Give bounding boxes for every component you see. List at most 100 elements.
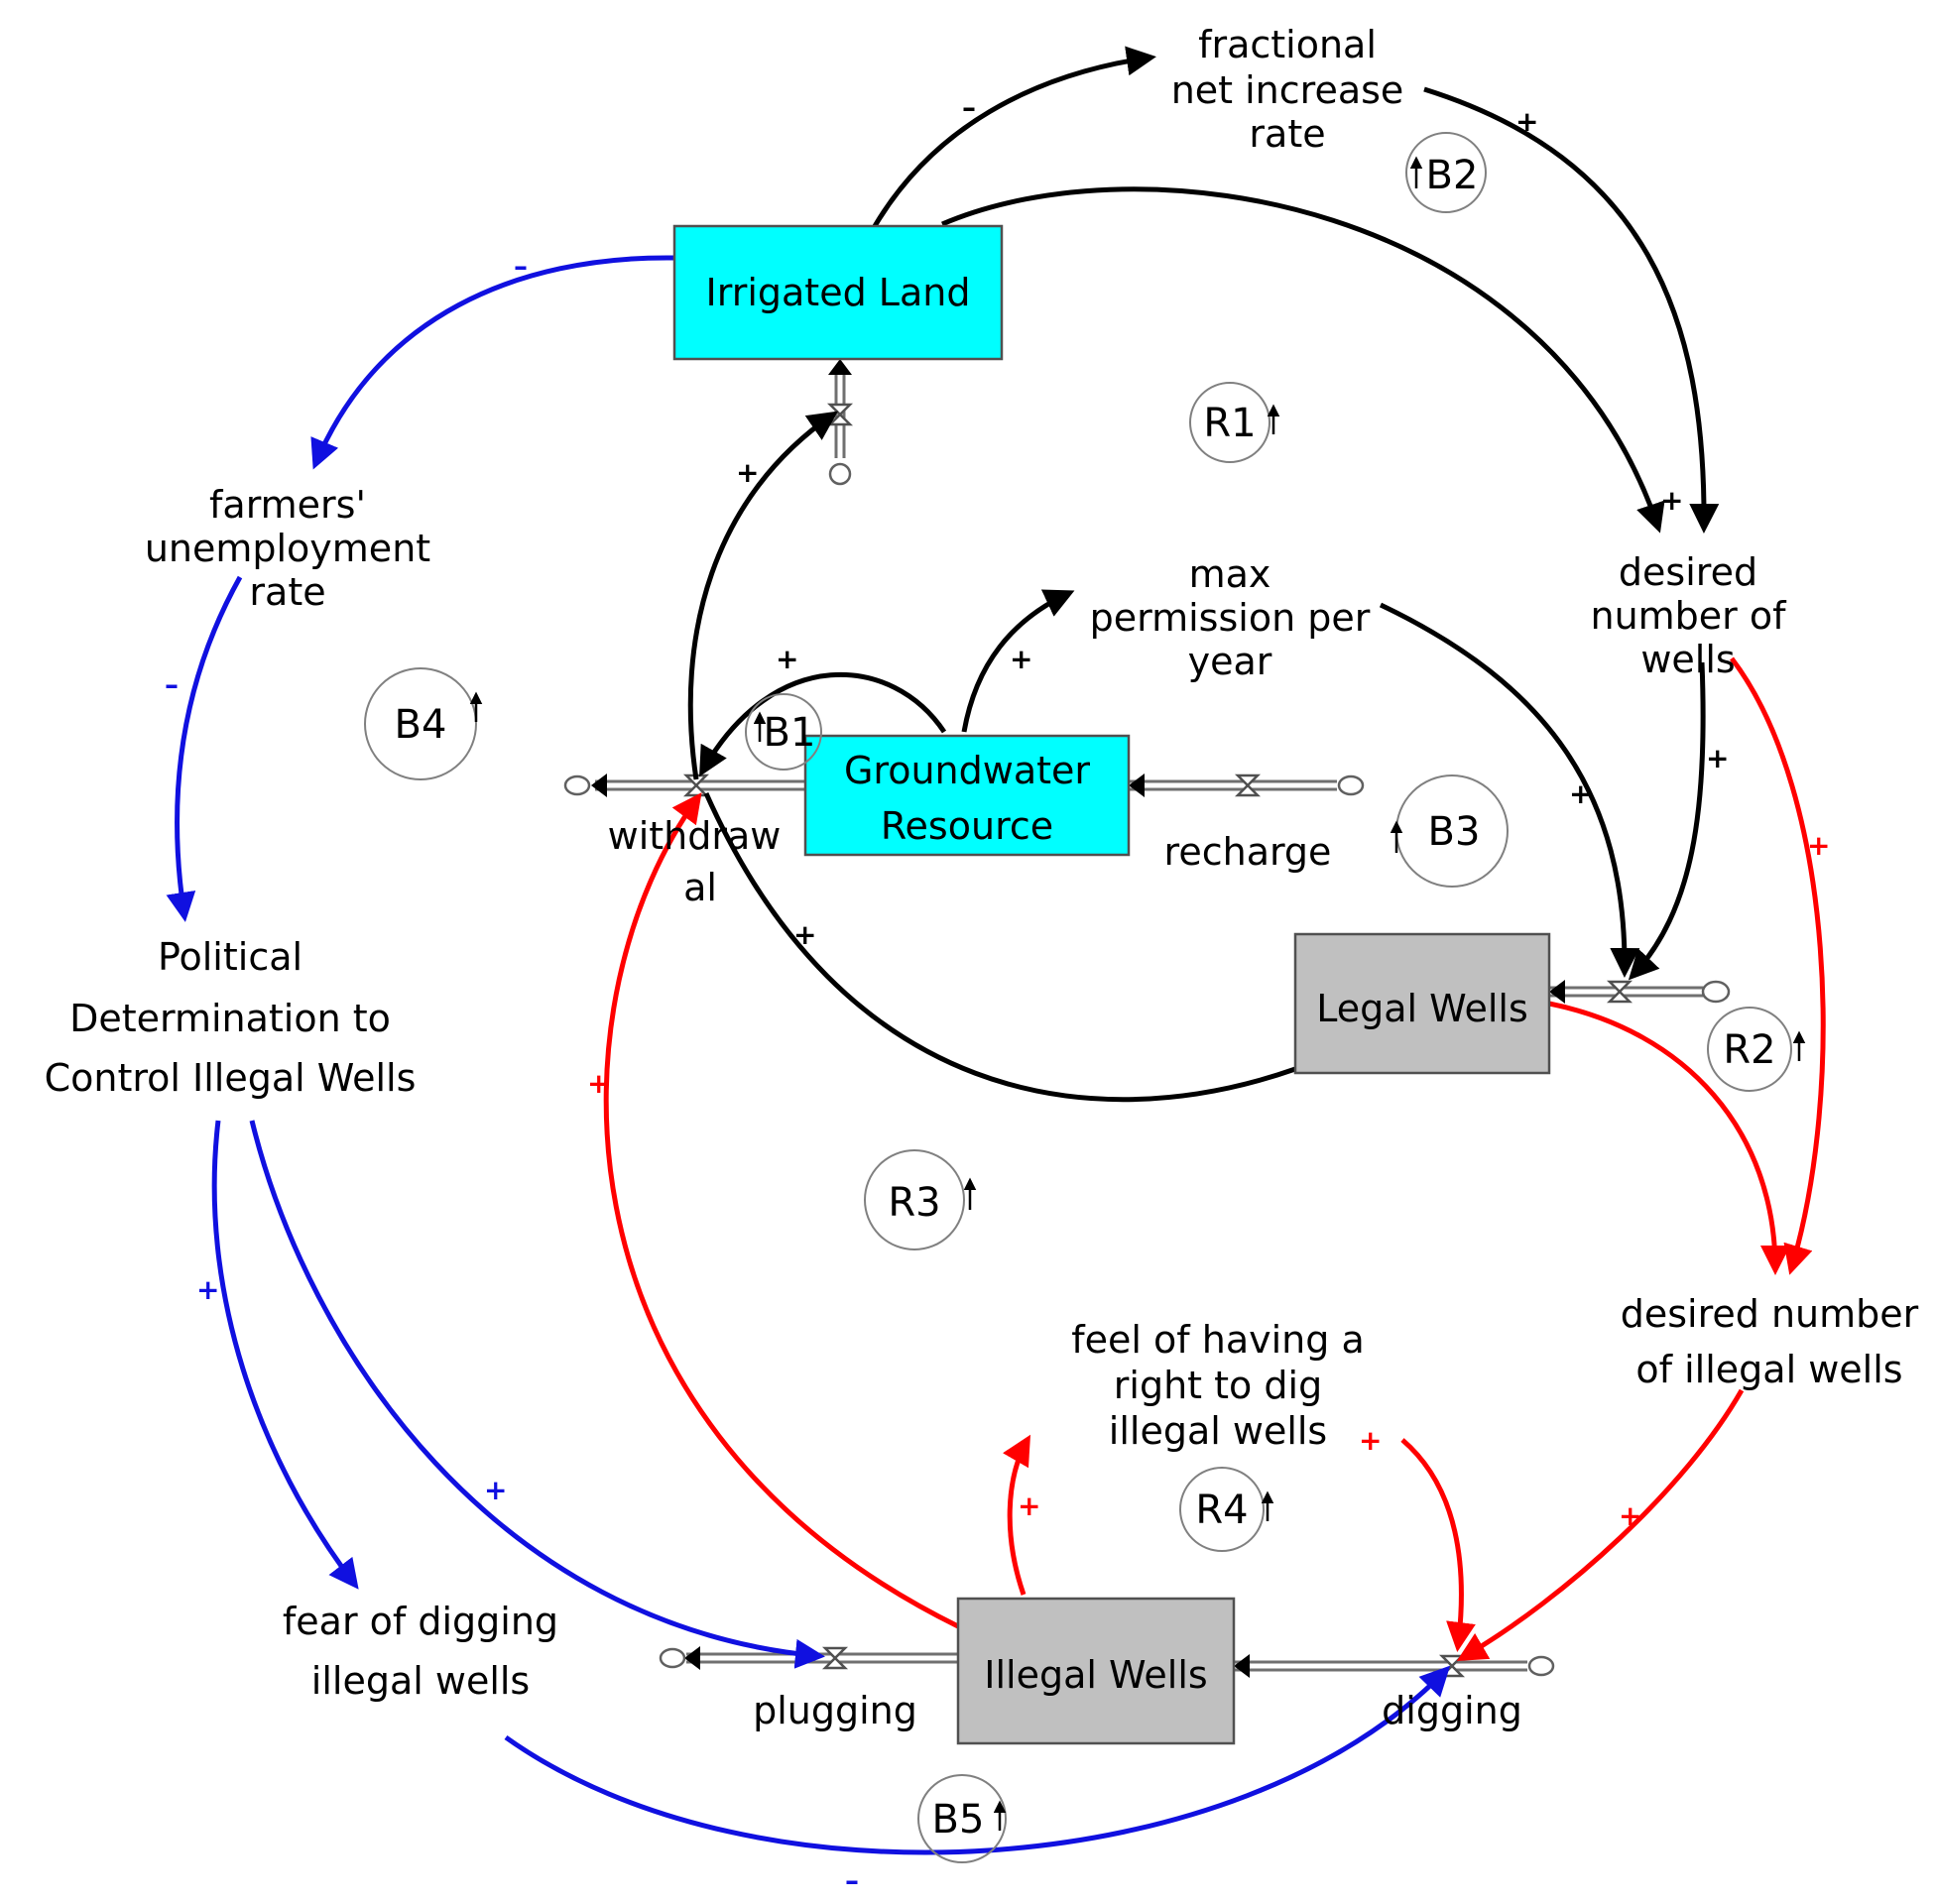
polarity-signs: – + + + + + + + + + + + + + – – + + – xyxy=(165,91,1830,1897)
svg-text:R2: R2 xyxy=(1723,1027,1775,1073)
link-groundwater-to-max xyxy=(961,589,1075,733)
sign-plus: + xyxy=(484,1474,507,1506)
cloud-icon xyxy=(1701,980,1731,1004)
var-feel-of-right-to-dig: feel of having a right to dig illegal we… xyxy=(1071,1318,1364,1453)
blue-links xyxy=(166,255,1451,1855)
cloud-icon xyxy=(1527,1655,1555,1677)
plugging-label: plugging xyxy=(753,1689,917,1732)
link-desired-wells-to-desired-illegal xyxy=(1730,656,1826,1275)
flow-pipes xyxy=(563,359,1731,1678)
sign-plus: + xyxy=(1018,1489,1040,1522)
stock-illegal-wells: Illegal Wells xyxy=(956,1597,1236,1745)
sign-plus: + xyxy=(1569,777,1592,810)
svg-text:B1: B1 xyxy=(764,710,816,756)
sign-plus: + xyxy=(196,1273,219,1306)
svg-text:number of: number of xyxy=(1590,594,1787,638)
irrigation-pipe xyxy=(826,359,854,458)
sign-plus: + xyxy=(776,643,798,675)
link-illegal-to-withdrawal xyxy=(603,792,960,1629)
digging-label: digging xyxy=(1382,1689,1522,1732)
sign-plus: + xyxy=(736,456,759,489)
sign-plus: + xyxy=(1807,829,1830,862)
loop-b3: B3 xyxy=(1390,774,1509,888)
recharge-label: recharge xyxy=(1164,830,1332,874)
svg-text:net increase: net increase xyxy=(1171,68,1404,112)
cloud-icon xyxy=(659,1647,686,1669)
legal-wells-pipe xyxy=(1549,980,1704,1004)
link-political-to-fear xyxy=(211,1120,359,1590)
svg-text:right to dig: right to dig xyxy=(1114,1364,1322,1407)
svg-text:B3: B3 xyxy=(1428,809,1481,855)
link-irrigated-to-fractional xyxy=(872,46,1156,228)
svg-text:of illegal wells: of illegal wells xyxy=(1635,1348,1902,1391)
var-fear-of-digging: fear of digging illegal wells xyxy=(283,1600,558,1703)
legal-wells-valve xyxy=(1606,980,1633,1004)
sign-plus: + xyxy=(1706,742,1729,774)
sign-plus: + xyxy=(1515,105,1538,138)
svg-text:B4: B4 xyxy=(395,702,447,748)
sign-minus: – xyxy=(514,250,528,283)
stock-label: Resource xyxy=(881,804,1053,848)
link-legal-wells-to-desired-illegal xyxy=(1548,1001,1790,1275)
var-max-permission-per-year: max permission per year xyxy=(1090,552,1371,683)
recharge-valve xyxy=(1234,774,1262,797)
svg-text:farmers': farmers' xyxy=(209,483,366,527)
sign-plus: + xyxy=(1010,643,1032,675)
var-fractional-net-increase-rate: fractional net increase rate xyxy=(1171,23,1404,156)
svg-text:R4: R4 xyxy=(1195,1488,1248,1533)
svg-text:fear of digging: fear of digging xyxy=(283,1600,558,1643)
svg-text:illegal wells: illegal wells xyxy=(1109,1409,1327,1453)
svg-text:desired: desired xyxy=(1619,550,1757,594)
svg-text:rate: rate xyxy=(1249,112,1325,156)
red-links xyxy=(603,656,1826,1662)
link-desired-illegal-to-digging xyxy=(1456,1388,1745,1662)
var-desired-number-of-illegal-wells: desired number of illegal wells xyxy=(1621,1292,1919,1391)
svg-text:unemployment: unemployment xyxy=(145,527,430,570)
loop-b2: B2 xyxy=(1405,132,1487,213)
svg-text:R3: R3 xyxy=(888,1180,940,1226)
stock-irrigated-land: Irrigated Land xyxy=(672,224,1004,361)
svg-text:rate: rate xyxy=(249,570,325,614)
stock-label: Illegal Wells xyxy=(984,1653,1207,1697)
stock-label: Irrigated Land xyxy=(706,271,971,314)
stock-label: Groundwater xyxy=(844,749,1090,792)
svg-text:permission per: permission per xyxy=(1090,596,1371,640)
var-farmers-unemployment-rate: farmers' unemployment rate xyxy=(145,483,430,614)
svg-text:feel of having a: feel of having a xyxy=(1071,1318,1364,1362)
stock-label: Legal Wells xyxy=(1316,987,1528,1030)
svg-text:Control Illegal Wells: Control Illegal Wells xyxy=(45,1056,417,1100)
loop-r2: R2 xyxy=(1707,1007,1806,1092)
sign-plus: + xyxy=(1660,484,1683,517)
link-desired-wells-to-inflow xyxy=(1628,661,1706,981)
cloud-icon xyxy=(1337,774,1365,796)
link-irrigated-to-unemployment xyxy=(310,255,675,470)
loop-b4: B4 xyxy=(364,667,483,780)
sign-plus: + xyxy=(587,1067,610,1100)
link-groundwater-to-withdrawal xyxy=(699,671,947,777)
withdrawal-label: al xyxy=(683,866,717,909)
svg-text:R1: R1 xyxy=(1203,401,1256,446)
link-legal-wells-to-withdrawal xyxy=(703,791,1296,1103)
svg-text:desired number: desired number xyxy=(1621,1292,1919,1336)
link-withdrawal-to-irrigation xyxy=(687,411,838,780)
svg-text:wells: wells xyxy=(1640,638,1735,681)
cloud-icon xyxy=(563,774,591,796)
sign-plus: + xyxy=(1359,1424,1382,1457)
link-feel-to-digging xyxy=(1400,1438,1476,1652)
plugging-valve xyxy=(821,1646,849,1670)
black-links xyxy=(687,46,1720,1103)
link-fractional-to-desired-wells xyxy=(1423,86,1720,534)
loop-b1: B1 xyxy=(745,693,822,771)
svg-text:Political: Political xyxy=(158,935,302,979)
recharge-pipe xyxy=(1129,774,1337,797)
link-illegal-to-feel xyxy=(1003,1434,1031,1596)
loop-r3: R3 xyxy=(864,1149,977,1250)
withdrawal-label: withdraw xyxy=(608,814,782,858)
sign-minus: – xyxy=(845,1864,859,1897)
sign-minus: – xyxy=(165,668,179,701)
loop-b5: B5 xyxy=(917,1774,1007,1863)
svg-text:B5: B5 xyxy=(932,1797,985,1843)
sign-plus: + xyxy=(793,918,816,951)
var-political-determination: Political Determination to Control Illeg… xyxy=(45,935,417,1100)
